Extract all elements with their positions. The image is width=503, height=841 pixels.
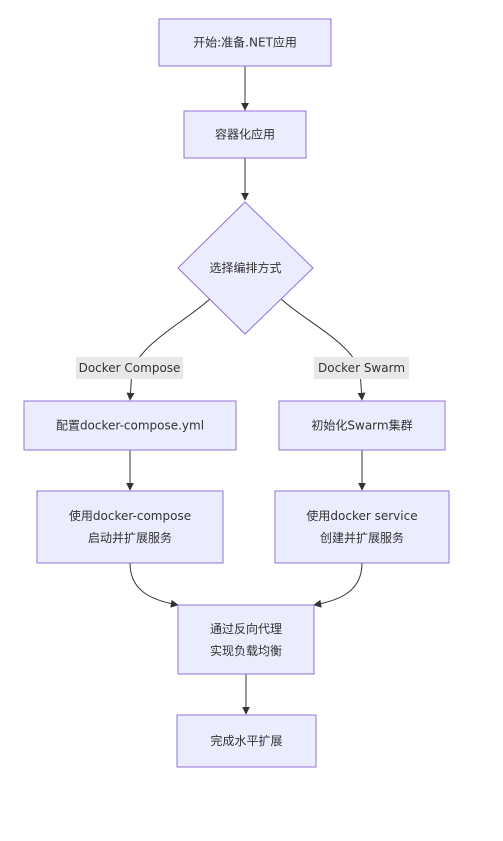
node-choose-decision: 选择编排方式 bbox=[177, 201, 314, 335]
node-use-compose-line2: 启动并扩展服务 bbox=[88, 530, 172, 545]
edge-use-compose-to-reverse-proxy bbox=[129, 562, 179, 608]
node-config-compose: 配置docker-compose.yml bbox=[23, 400, 237, 451]
node-done-text: 完成水平扩展 bbox=[210, 733, 282, 748]
node-reverse-proxy: 通过反向代理 实现负载均衡 bbox=[177, 604, 315, 675]
node-init-swarm-text: 初始化Swarm集群 bbox=[311, 418, 412, 433]
node-choose-text: 选择编排方式 bbox=[209, 260, 281, 275]
edge-label-swarm: Docker Swarm bbox=[314, 357, 409, 379]
node-containerize: 容器化应用 bbox=[183, 110, 307, 159]
node-done: 完成水平扩展 bbox=[176, 714, 317, 768]
edge-label-compose: Docker Compose bbox=[76, 357, 183, 379]
node-reverse-proxy-line2: 实现负载均衡 bbox=[210, 643, 282, 658]
node-use-compose: 使用docker-compose 启动并扩展服务 bbox=[36, 490, 224, 564]
node-containerize-text: 容器化应用 bbox=[215, 127, 275, 142]
node-start: 开始:准备.NET应用 bbox=[158, 18, 332, 67]
edge-label-swarm-text: Docker Swarm bbox=[318, 361, 405, 375]
edge-choose-to-init-swarm bbox=[279, 297, 366, 401]
node-use-service-line1: 使用docker service bbox=[306, 508, 417, 523]
node-init-swarm: 初始化Swarm集群 bbox=[278, 400, 446, 451]
node-config-compose-text: 配置docker-compose.yml bbox=[56, 419, 204, 433]
edge-label-compose-text: Docker Compose bbox=[79, 361, 181, 375]
node-reverse-proxy-line1: 通过反向代理 bbox=[210, 621, 282, 636]
node-start-text: 开始:准备.NET应用 bbox=[193, 35, 297, 50]
edge-use-service-to-reverse-proxy bbox=[313, 562, 363, 608]
node-use-service-line2: 创建并扩展服务 bbox=[320, 530, 404, 545]
edge-choose-to-config-compose bbox=[126, 297, 212, 401]
node-use-compose-line1: 使用docker-compose bbox=[69, 508, 191, 523]
node-use-service: 使用docker service 创建并扩展服务 bbox=[274, 490, 450, 564]
